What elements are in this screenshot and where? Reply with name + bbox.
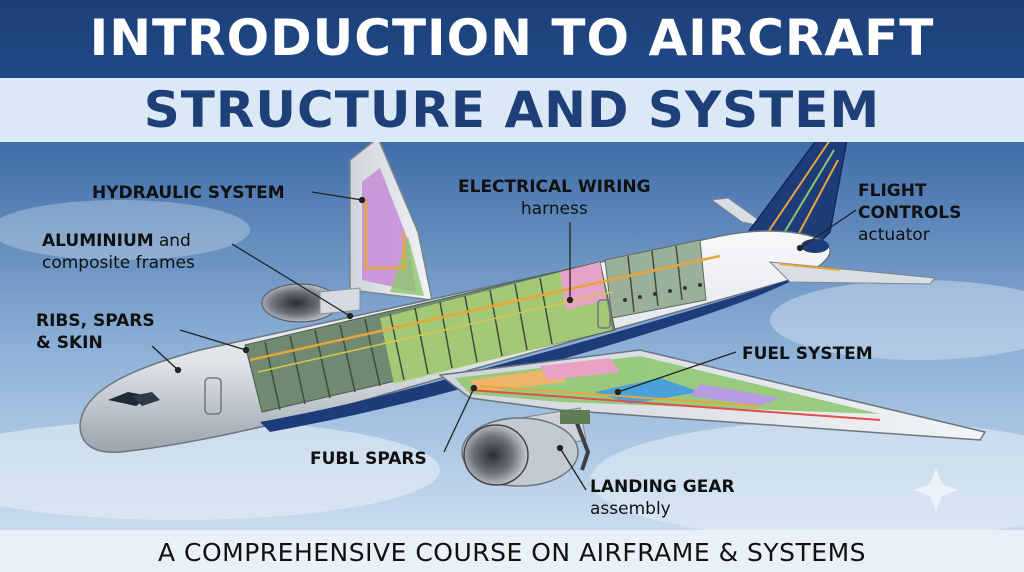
label-spars-text: FUBL SPARS xyxy=(310,449,427,469)
title-line-2: STRUCTURE AND SYSTEM xyxy=(143,81,881,139)
fuselage-frames xyxy=(264,245,683,411)
fuel-tank-blue xyxy=(595,378,700,404)
label-hydraulic-system: HYDRAULIC SYSTEM xyxy=(92,182,285,204)
fuel-tank-pink xyxy=(540,358,620,380)
title-bar: INTRODUCTION TO AIRCRAFT xyxy=(0,0,1024,78)
label-aluminium-bold: ALUMINIUM xyxy=(42,231,154,251)
left-engine-pylon xyxy=(319,287,361,315)
label-fuel-spars: FUBL SPARS xyxy=(310,448,427,470)
label-landing-gear: LANDING GEAR assembly xyxy=(590,476,735,520)
wing-spar xyxy=(469,389,881,421)
label-gear-text: assembly xyxy=(590,499,671,519)
wiring-harness xyxy=(249,254,721,362)
landing-gear-bay xyxy=(560,410,590,424)
footer-band: A COMPREHENSIVE COURSE ON AIRFRAME & SYS… xyxy=(0,530,1024,572)
label-ribs-line2: & SKIN xyxy=(36,333,103,353)
label-hydraulic-text: HYDRAULIC SYSTEM xyxy=(92,183,285,203)
label-fuel-text: FUEL SYSTEM xyxy=(742,344,873,364)
course-subtitle: A COMPREHENSIVE COURSE ON AIRFRAME & SYS… xyxy=(157,538,867,567)
left-wing-fuel-panel xyxy=(390,236,424,296)
hydraulic-line xyxy=(364,200,406,270)
cloud xyxy=(770,280,1024,360)
stabilizer-actuator xyxy=(779,263,841,271)
label-electrical-bold: ELECTRICAL WIRING xyxy=(458,177,651,197)
right-engine-intake xyxy=(463,424,529,486)
label-ribs-spars-skin: RIBS, SPARS & SKIN xyxy=(36,310,155,354)
label-flight-line2: CONTROLS xyxy=(858,203,962,223)
passenger-windows xyxy=(623,283,702,302)
label-aluminium-and: and xyxy=(158,231,191,251)
label-aluminium-frames: ALUMINIUM and composite frames xyxy=(42,230,195,274)
sparkle-icon xyxy=(914,468,958,512)
leader-lines xyxy=(151,191,857,491)
cloud xyxy=(590,420,1024,540)
label-electrical-wiring: ELECTRICAL WIRING harness xyxy=(458,176,651,220)
belly-stripe xyxy=(260,276,800,432)
label-flight-controls: FLIGHT CONTROLS actuator xyxy=(858,180,961,246)
fuel-tank-purple xyxy=(690,384,780,406)
cloud xyxy=(0,200,250,260)
fuel-line xyxy=(479,385,761,407)
label-electrical-text: harness xyxy=(520,199,588,219)
label-fuel-system: FUEL SYSTEM xyxy=(742,343,873,365)
label-ribs-line1: RIBS, SPARS xyxy=(36,311,155,331)
landing-gear xyxy=(573,417,591,471)
label-flight-text: actuator xyxy=(858,225,930,245)
cockpit-window xyxy=(132,392,160,406)
tail-cone xyxy=(801,239,829,253)
title-line-1: INTRODUCTION TO AIRCRAFT xyxy=(89,9,935,67)
aft-door xyxy=(597,299,611,329)
label-flight-line1: FLIGHT xyxy=(858,181,927,201)
front-door xyxy=(204,377,222,415)
label-gear-bold: LANDING GEAR xyxy=(590,477,735,497)
title-band: STRUCTURE AND SYSTEM xyxy=(0,78,1024,142)
label-aluminium-rest: composite frames xyxy=(42,253,195,273)
wiring-harness-2 xyxy=(257,291,613,373)
